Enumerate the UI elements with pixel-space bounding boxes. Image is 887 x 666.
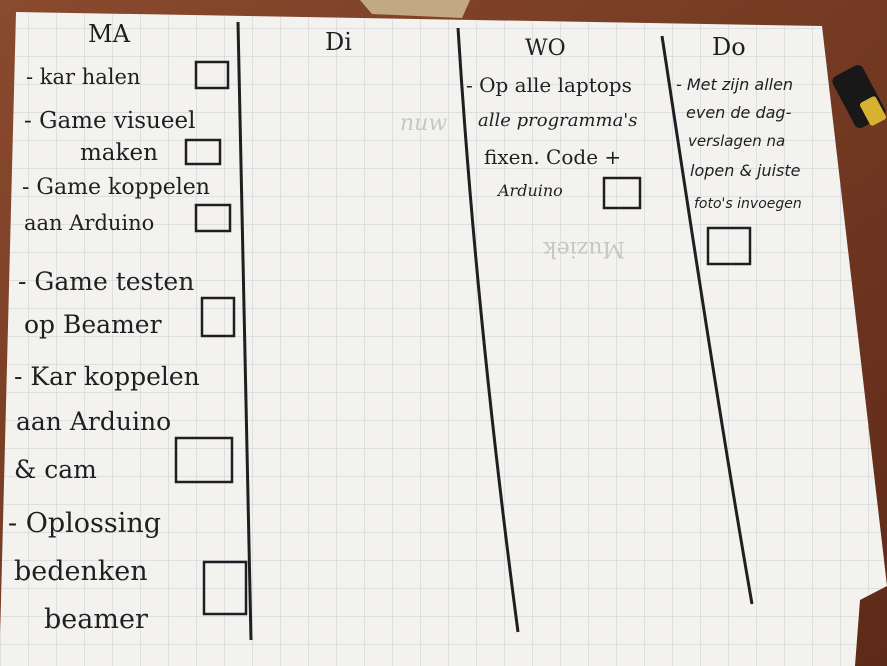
snack-wrapper — [360, 0, 470, 18]
task-text: even de dag- — [686, 103, 792, 122]
faint-ghost-text: Muziek — [543, 236, 625, 261]
task-item: - Game testen op Beamer — [18, 267, 236, 339]
column-divider-3 — [660, 35, 754, 605]
task-text: - Game koppelen — [22, 175, 210, 200]
task-item: - kar halen — [26, 60, 230, 90]
task-checkbox[interactable] — [706, 226, 752, 266]
marker-pen — [832, 65, 886, 129]
task-item: - Kar koppelen aan Arduino & cam — [14, 362, 234, 484]
task-text: bedenken — [14, 556, 148, 587]
task-text: maken — [80, 140, 158, 166]
paper-grid — [0, 12, 887, 666]
task-text: - Kar koppelen — [14, 362, 200, 391]
task-text: foto's invoegen — [694, 196, 802, 212]
task-text: aan Arduino — [24, 211, 154, 235]
task-item: - Game koppelen aan Arduino — [22, 175, 232, 235]
task-checkbox[interactable] — [174, 436, 234, 484]
task-checkbox[interactable] — [200, 296, 236, 338]
column-header-di: Di — [325, 28, 352, 56]
task-text: - Oplossing — [8, 508, 161, 539]
task-text: Arduino — [496, 181, 563, 200]
column-divider-1 — [236, 21, 253, 641]
column-divider-2 — [456, 27, 520, 633]
task-checkbox[interactable] — [184, 138, 222, 166]
task-text: aan Arduino — [16, 407, 171, 436]
task-text: alle programma's — [478, 110, 638, 131]
task-checkbox[interactable] — [194, 203, 232, 233]
task-text: fixen. Code + — [484, 145, 621, 169]
column-header-ma: MA — [88, 20, 131, 48]
task-text: - Game visueel — [24, 108, 195, 134]
task-item: - Game visueel maken — [24, 108, 222, 166]
task-text: - Op alle laptops — [466, 73, 632, 97]
faint-ghost-text: nuw — [400, 111, 447, 136]
task-checkbox[interactable] — [202, 560, 248, 616]
task-text: verslagen na — [688, 132, 785, 150]
task-text: beamer — [44, 604, 148, 635]
task-text: & cam — [14, 455, 97, 484]
task-text: lopen & juiste — [690, 161, 801, 180]
task-checkbox[interactable] — [602, 176, 642, 210]
task-item: - Met zijn allen even de dag- verslagen … — [676, 75, 802, 266]
task-text: - Game testen — [18, 267, 194, 296]
task-text: - Met zijn allen — [676, 75, 793, 94]
column-header-wo: WO — [525, 36, 566, 61]
task-checkbox[interactable] — [194, 60, 230, 90]
column-header-do: Do — [712, 33, 746, 61]
task-item: - Oplossing bedenken beamer — [8, 508, 248, 635]
task-item: - Op alle laptops alle programma's fixen… — [466, 73, 642, 210]
task-text: - kar halen — [26, 65, 140, 89]
task-text: op Beamer — [24, 310, 162, 339]
